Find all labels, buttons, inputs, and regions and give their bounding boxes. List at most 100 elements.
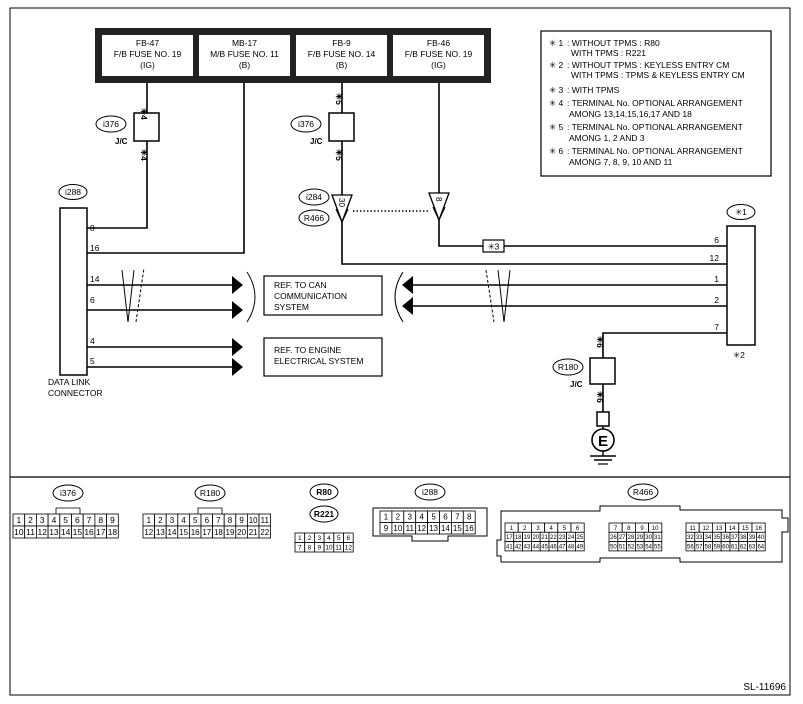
svg-text:WITH TPMS : R221: WITH TPMS : R221	[571, 48, 646, 58]
pin-r221-label: 4	[327, 535, 331, 542]
fuse-box: FB-47 F/B FUSE NO. 19 (IG) MB-17 M/B FUS…	[95, 28, 491, 83]
pin-i288-label: 12	[417, 524, 426, 533]
svg-text:1: 1	[714, 274, 719, 284]
pin-r466-cell	[575, 541, 585, 552]
pin-r180-label: 2	[158, 516, 163, 525]
svg-text:F/B FUSE NO. 19: F/B FUSE NO. 19	[405, 49, 473, 59]
svg-text:F/B FUSE NO. 19: F/B FUSE NO. 19	[114, 49, 182, 59]
pin-i288-label: 7	[455, 513, 460, 522]
svg-text:7: 7	[714, 322, 719, 332]
svg-text:R180: R180	[200, 488, 221, 498]
optional-tpms-link: ✳3	[482, 239, 505, 253]
joint-connector-middle: i376 J/C ✳5 ✳5	[290, 93, 355, 161]
svg-text:AMONG 1, 2 AND 3: AMONG 1, 2 AND 3	[569, 133, 645, 143]
pin-r221-cell	[343, 542, 354, 553]
pin-r466-label: 54	[645, 544, 652, 550]
svg-text:R180: R180	[558, 362, 579, 372]
pin-r466-label: 24	[568, 535, 575, 541]
pin-i288-label: 3	[408, 513, 413, 522]
pin-i376-label: 16	[84, 527, 94, 537]
pin-r466-label: 63	[749, 544, 756, 550]
svg-text:✳ 1: ✳ 1	[549, 38, 563, 48]
pin-r466-label: 26	[610, 535, 617, 541]
pin-r180-label: 17	[202, 528, 211, 537]
svg-text:✳2: ✳2	[733, 350, 745, 360]
pin-r466-label: 33	[696, 535, 703, 541]
pin-r221-label: 8	[308, 545, 312, 552]
svg-text:i376: i376	[298, 119, 314, 129]
pin-i288-label: 6	[443, 513, 448, 522]
svg-text:(IG): (IG)	[140, 60, 155, 70]
engine-arrows	[232, 338, 243, 376]
pin-r221-label: 12	[345, 545, 353, 552]
pin-r466-label: 16	[755, 526, 762, 532]
svg-text:✳ 5: ✳ 5	[549, 122, 563, 132]
pin-r180-label: 18	[214, 528, 223, 537]
pin-r466-label: 10	[652, 526, 659, 532]
svg-text:6: 6	[714, 235, 719, 245]
pin-r466-label: 53	[636, 544, 643, 550]
svg-text:AMONG 7, 8, 9, 10 AND 11: AMONG 7, 8, 9, 10 AND 11	[569, 157, 673, 167]
pin-r180-label: 8	[228, 516, 233, 525]
pin-r466-label: 36	[722, 535, 729, 541]
pin-r180-label: 22	[260, 528, 269, 537]
pin-i376-label: 7	[87, 515, 92, 525]
svg-text:✳6: ✳6	[595, 336, 605, 348]
svg-text:R466: R466	[304, 213, 325, 223]
svg-text:i288: i288	[422, 487, 438, 497]
svg-text:✳ 4: ✳ 4	[549, 98, 563, 108]
svg-text:: TERMINAL No. OPTIONAL ARRANG: : TERMINAL No. OPTIONAL ARRANGEMENT	[567, 98, 743, 108]
pin-r180-label: 13	[156, 528, 165, 537]
svg-text:CONNECTOR: CONNECTOR	[48, 388, 103, 398]
pin-r466-label: 1	[510, 526, 514, 532]
svg-text:E: E	[598, 433, 608, 450]
pin-i288-label: 2	[396, 513, 401, 522]
pin-r466-label: 39	[749, 535, 756, 541]
joint-connector-left: i376 J/C ✳4 ✳4	[95, 108, 160, 161]
pin-i376-label: 12	[38, 527, 48, 537]
pin-i288-label: 5	[431, 513, 436, 522]
svg-text:12: 12	[710, 253, 720, 263]
svg-text:R466: R466	[633, 487, 654, 497]
pin-r466-label: 58	[705, 544, 712, 550]
pin-r221-label: 9	[317, 545, 321, 552]
pin-i376-cell	[106, 525, 119, 539]
pin-r466-label: 59	[713, 544, 720, 550]
pin-r180-label: 10	[249, 516, 258, 525]
svg-text:✳4: ✳4	[139, 149, 149, 161]
pin-r466-label: 27	[619, 535, 626, 541]
pin-r466-cell	[652, 541, 663, 552]
pin-r466-label: 42	[515, 544, 522, 550]
pin-r466-label: 43	[524, 544, 531, 550]
svg-text:(B): (B)	[336, 60, 348, 70]
svg-text:R221: R221	[314, 509, 335, 519]
svg-text:(B): (B)	[239, 60, 251, 70]
pin-r466-label: 44	[532, 544, 539, 550]
pin-r180-label: 11	[261, 516, 270, 525]
svg-text:DATA LINK: DATA LINK	[48, 377, 91, 387]
pin-i376-label: 2	[28, 515, 33, 525]
pin-i288-label: 10	[393, 524, 402, 533]
pin-r466-label: 2	[523, 526, 527, 532]
pin-r466-label: 6	[576, 526, 580, 532]
svg-text:4: 4	[90, 336, 95, 346]
pin-i288-label: 8	[467, 513, 472, 522]
pin-i376-label: 15	[73, 527, 83, 537]
pin-r180-label: 6	[205, 516, 210, 525]
pin-r466-label: 32	[687, 535, 694, 541]
fuse-mb17: MB-17 M/B FUSE NO. 11 (B)	[199, 35, 290, 76]
pin-i376-label: 18	[108, 527, 118, 537]
fuse-fb47: FB-47 F/B FUSE NO. 19 (IG)	[102, 35, 193, 76]
pin-r466-label: 8	[627, 526, 631, 532]
pin-i288-label: 4	[419, 513, 424, 522]
pin-r180-label: 3	[170, 516, 175, 525]
pin-r466-label: 48	[568, 544, 575, 550]
svg-text:WITH TPMS : TPMS & KEYLESS EN: WITH TPMS : TPMS & KEYLESS ENTRY CM	[571, 70, 745, 80]
pin-r466-label: 40	[757, 535, 764, 541]
